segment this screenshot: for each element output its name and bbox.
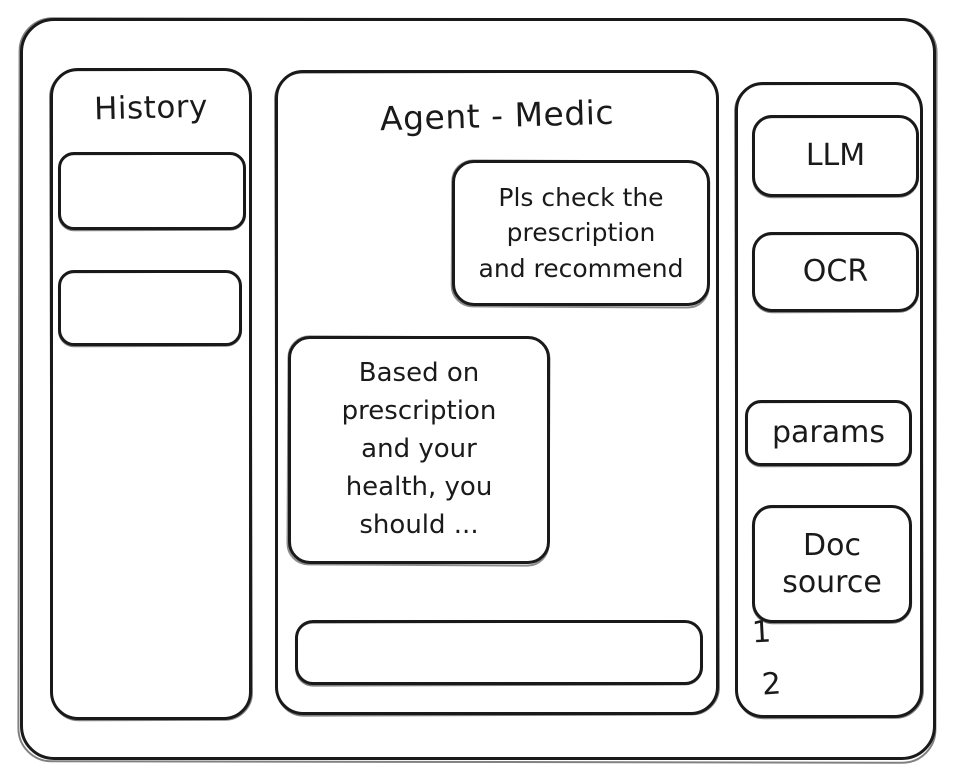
assistant-message-line: Based on <box>358 358 480 389</box>
doc-source-label-line2: source <box>782 565 882 600</box>
assistant-message-line: should ... <box>359 509 479 540</box>
history-item[interactable] <box>58 152 246 230</box>
tool-button-label: OCR <box>802 254 869 290</box>
tool-button-params[interactable]: params <box>745 400 912 466</box>
history-panel <box>50 68 252 720</box>
user-message-bubble: Pls check the prescription and recommend <box>452 160 710 306</box>
message-input[interactable] <box>295 620 703 685</box>
tool-button-label: LLM <box>805 138 866 174</box>
user-message-line: prescription <box>506 218 656 248</box>
app-window-frame <box>20 18 936 760</box>
tool-button-label: params <box>772 415 885 451</box>
history-panel-title: History <box>93 88 209 128</box>
tools-panel <box>735 82 923 718</box>
doc-source-label-line1: Doc <box>803 527 861 563</box>
tool-button-doc-source[interactable]: Doc source <box>752 505 912 623</box>
history-item[interactable] <box>58 270 242 346</box>
assistant-message-line: prescription <box>341 396 497 427</box>
assistant-message-line: health, you <box>345 471 493 502</box>
user-message-line: Pls check the <box>498 182 664 212</box>
tool-button-llm[interactable]: LLM <box>752 115 919 197</box>
doc-source-index-item[interactable]: 2 <box>760 666 783 703</box>
assistant-message-bubble: Based on prescription and your health, y… <box>288 336 550 564</box>
assistant-message-line: and your <box>361 434 477 465</box>
user-message-line: and recommend <box>478 253 684 283</box>
tool-button-ocr[interactable]: OCR <box>752 232 919 312</box>
doc-source-index-item[interactable]: 1 <box>751 614 772 651</box>
agent-panel <box>275 70 719 715</box>
